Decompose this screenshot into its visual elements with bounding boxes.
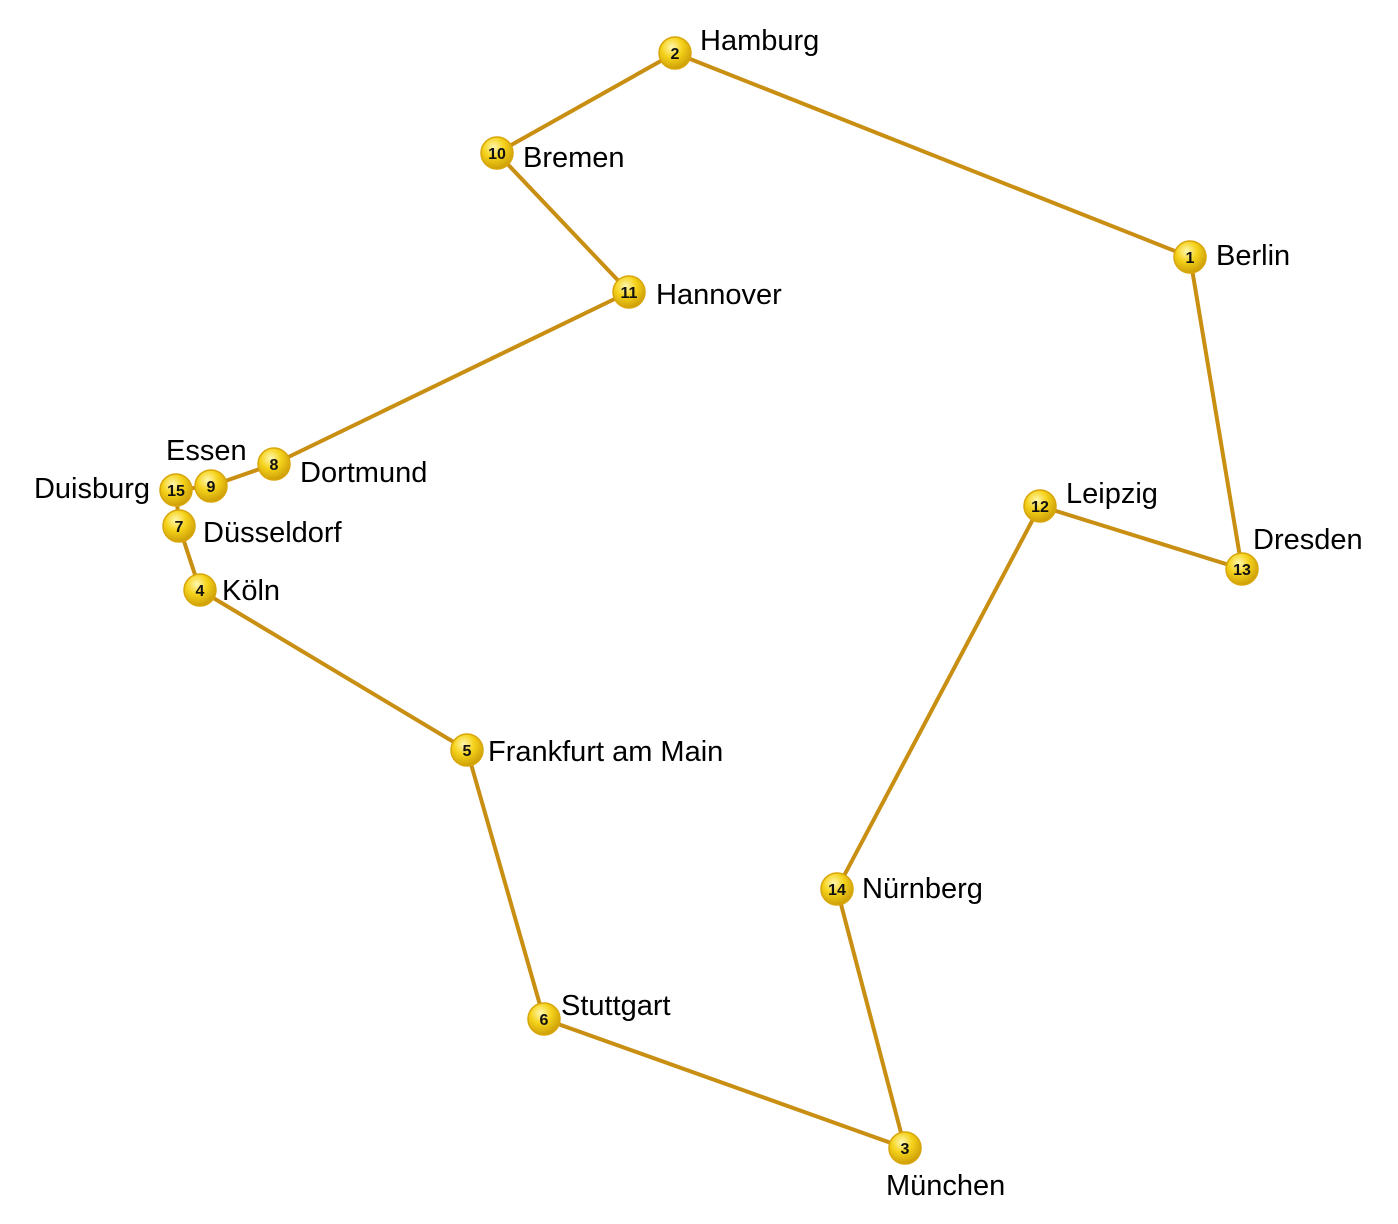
node-ball-stuttgart <box>527 1002 561 1036</box>
node-ball-leipzig <box>1023 489 1057 523</box>
city-label-duisburg: Duisburg <box>34 473 150 505</box>
city-label-stuttgart: Stuttgart <box>561 990 671 1022</box>
city-node-hamburg: 2 <box>658 36 692 70</box>
node-number-koeln: 4 <box>196 583 205 600</box>
node-number-duesseldorf: 7 <box>175 519 184 536</box>
edge-stuttgart-muenchen <box>542 1017 907 1150</box>
city-label-berlin: Berlin <box>1216 240 1290 272</box>
node-ball-hamburg <box>658 36 692 70</box>
node-ball-dortmund <box>257 447 291 481</box>
node-ball-koeln <box>183 573 217 607</box>
node-number-nuernberg: 14 <box>828 882 846 899</box>
edge-nuernberg-leipzig <box>835 504 1042 891</box>
node-ball-bremen <box>480 136 514 170</box>
edge-bremen-hannover <box>495 151 631 294</box>
node-number-frankfurt-am-main: 5 <box>463 743 472 760</box>
edge-berlin-hamburg <box>673 51 1192 259</box>
city-label-koeln: Köln <box>222 575 280 607</box>
node-number-muenchen: 3 <box>901 1141 910 1158</box>
city-node-duisburg: 15 <box>159 473 193 507</box>
edge-hannover-dortmund <box>272 290 631 466</box>
city-node-essen: 9 <box>194 469 228 503</box>
city-label-leipzig: Leipzig <box>1066 478 1158 510</box>
city-label-frankfurt-am-main: Frankfurt am Main <box>488 736 723 768</box>
node-number-duisburg: 15 <box>167 483 185 500</box>
city-label-duesseldorf: Düsseldorf <box>203 517 343 549</box>
node-ball-muenchen <box>888 1131 922 1165</box>
edge-dresden-berlin <box>1188 255 1244 571</box>
edge-leipzig-dresden <box>1038 504 1244 571</box>
node-ball-essen <box>194 469 228 503</box>
city-node-koeln: 4 <box>183 573 217 607</box>
city-node-duesseldorf: 7 <box>162 509 196 543</box>
node-number-dortmund: 8 <box>270 457 279 474</box>
edge-koeln-frankfurt-am-main <box>198 588 469 752</box>
node-number-berlin: 1 <box>1186 250 1195 267</box>
node-ball-frankfurt-am-main <box>450 733 484 767</box>
node-number-hannover: 11 <box>621 285 638 302</box>
node-ball-dresden <box>1225 552 1259 586</box>
city-label-hamburg: Hamburg <box>700 25 819 57</box>
city-node-hannover: 11 <box>612 275 646 309</box>
city-node-muenchen: 3 <box>888 1131 922 1165</box>
city-label-bremen: Bremen <box>523 142 625 174</box>
node-number-hamburg: 2 <box>671 46 680 63</box>
node-number-bremen: 10 <box>488 146 506 163</box>
city-node-dresden: 13 <box>1225 552 1259 586</box>
city-label-muenchen: München <box>886 1170 1005 1202</box>
route-edges <box>174 51 1244 1150</box>
city-label-dortmund: Dortmund <box>300 457 427 489</box>
city-node-frankfurt-am-main: 5 <box>450 733 484 767</box>
city-node-berlin: 1 <box>1173 240 1207 274</box>
city-node-leipzig: 12 <box>1023 489 1057 523</box>
city-label-nuernberg: Nürnberg <box>862 873 983 905</box>
node-number-stuttgart: 6 <box>540 1012 549 1029</box>
node-ball-berlin <box>1173 240 1207 274</box>
city-node-dortmund: 8 <box>257 447 291 481</box>
city-label-hannover: Hannover <box>656 279 782 311</box>
city-node-nuernberg: 14 <box>820 872 854 906</box>
node-number-leipzig: 12 <box>1031 499 1049 516</box>
node-ball-duisburg <box>159 473 193 507</box>
node-number-essen: 9 <box>207 479 216 496</box>
node-ball-nuernberg <box>820 872 854 906</box>
city-label-dresden: Dresden <box>1253 524 1363 556</box>
edge-hamburg-bremen <box>495 51 677 155</box>
node-ball-duesseldorf <box>162 509 196 543</box>
city-label-essen: Essen <box>166 435 247 467</box>
node-number-dresden: 13 <box>1233 562 1251 579</box>
city-node-stuttgart: 6 <box>527 1002 561 1036</box>
edge-frankfurt-am-main-stuttgart <box>465 748 546 1021</box>
edge-muenchen-nuernberg <box>835 887 907 1150</box>
city-node-bremen: 10 <box>480 136 514 170</box>
node-ball-hannover <box>612 275 646 309</box>
